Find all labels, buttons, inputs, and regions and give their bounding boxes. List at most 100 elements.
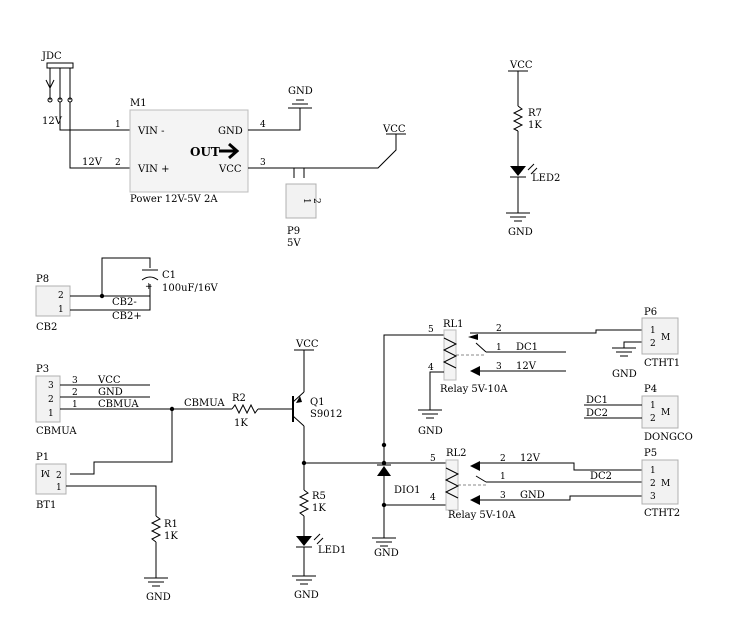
- svg-text:1: 1: [48, 409, 54, 419]
- m1-pin-gnd: GND: [218, 126, 243, 137]
- svg-text:M: M: [41, 467, 50, 477]
- m1-out-label: OUT: [190, 145, 220, 159]
- svg-text:2: 2: [48, 395, 54, 405]
- connector-p6: P6 1 2 M CTHT1: [641, 307, 680, 369]
- wire-cb2-minus: [70, 257, 151, 297]
- svg-text:1: 1: [496, 343, 502, 353]
- rl1-designator: RL1: [443, 319, 464, 330]
- svg-text:5: 5: [430, 454, 436, 464]
- p1-designator: P1: [36, 452, 49, 463]
- svg-text:3: 3: [260, 158, 266, 168]
- led2-designator: LED2: [532, 173, 560, 184]
- rl2-designator: RL2: [446, 448, 467, 459]
- svg-text:5: 5: [428, 325, 434, 335]
- svg-text:2: 2: [650, 479, 656, 489]
- svg-text:3: 3: [48, 381, 54, 391]
- p4-designator: P4: [644, 384, 657, 395]
- net-12v-rl1: 12V: [516, 361, 537, 372]
- connector-p9: 1 2 P9 5V: [285, 183, 321, 249]
- svg-text:3: 3: [500, 491, 506, 501]
- wire-m1-vcc: [248, 167, 305, 178]
- svg-text:2: 2: [311, 198, 321, 204]
- power-module-m1: M1 VIN - VIN + GND VCC OUT 1 2 4 3 Power…: [115, 98, 266, 205]
- r7-value: 1K: [528, 120, 542, 131]
- svg-text:2: 2: [500, 454, 506, 464]
- gnd-symbol-m1: GND: [288, 86, 313, 109]
- r1-designator: R1: [164, 519, 178, 530]
- net-dc2-p5: DC2: [590, 471, 612, 482]
- svg-text:1: 1: [650, 466, 656, 476]
- q1-value: S9012: [310, 409, 342, 420]
- jdc-value: 12V: [42, 116, 63, 127]
- net-cbmua-label: CBMUA: [184, 398, 225, 409]
- net-12v-label-m1: 12V: [82, 157, 103, 168]
- wire-m1-gnd: [248, 108, 301, 131]
- svg-text:4: 4: [430, 493, 436, 503]
- svg-text:1: 1: [650, 401, 656, 411]
- svg-text:1: 1: [115, 120, 121, 130]
- capacitor-c1: + C1 100uF/16V: [141, 269, 219, 294]
- svg-text:1: 1: [650, 326, 656, 336]
- svg-text:2: 2: [56, 471, 62, 481]
- gnd-symbol-r1: GND: [144, 577, 171, 603]
- r5-value: 1K: [312, 503, 326, 514]
- net-12v-rl2: 12V: [520, 453, 541, 464]
- m1-value: Power 12V-5V 2A: [130, 194, 218, 205]
- q1-designator: Q1: [310, 397, 325, 408]
- p8-value: CB2: [36, 322, 57, 333]
- wire-jdc-gnd: [59, 102, 130, 131]
- net-cb2-plus: CB2+: [112, 311, 142, 322]
- rl2-value: Relay 5V-10A: [448, 510, 516, 521]
- c1-designator: C1: [162, 270, 176, 281]
- vcc-label-m1: VCC: [382, 124, 406, 135]
- gnd-symbol-led1: GND: [292, 575, 319, 601]
- svg-text:2: 2: [115, 158, 121, 168]
- svg-text:4: 4: [260, 120, 266, 130]
- svg-text:+: +: [145, 282, 153, 292]
- net-vcc-p3: VCC: [97, 375, 121, 386]
- net-cb2-minus: CB2-: [112, 297, 137, 308]
- connector-p4: P4 1 2 M DONGCO: [641, 384, 693, 443]
- wire-cb2-plus: [70, 296, 151, 311]
- svg-text:1: 1: [58, 305, 64, 315]
- svg-text:1: 1: [72, 400, 78, 410]
- resistor-r1: R1 1K: [150, 515, 178, 543]
- transistor-q1: Q1 S9012: [292, 391, 342, 427]
- gnd-symbol-p6: GND: [612, 347, 637, 380]
- vcc-label-q1: VCC: [295, 339, 319, 350]
- wire-vcc-out: [304, 134, 397, 169]
- resistor-r5: R5 1K: [298, 489, 326, 517]
- c1-value: 100uF/16V: [162, 283, 219, 294]
- jdc-jack: JDC 12V: [41, 51, 74, 127]
- p3-value: CBMUA: [36, 426, 77, 437]
- relay-rl2: RL2 5 4 2 12V 1 3 GND Relay 5V-10A: [430, 448, 566, 521]
- net-gnd-p3: GND: [98, 387, 123, 398]
- p9-value: 5V: [287, 238, 301, 249]
- gnd-label-led1: GND: [294, 590, 319, 601]
- jdc-designator: JDC: [41, 51, 62, 62]
- led2-diode: [510, 166, 526, 176]
- p5-designator: P5: [644, 448, 657, 459]
- m1-designator: M1: [130, 98, 147, 109]
- svg-text:3: 3: [72, 376, 78, 386]
- connector-p1: P1 M 2 1 BT1: [35, 452, 67, 511]
- gnd-label-p6: GND: [612, 369, 637, 380]
- diode-dio1: DIO1: [377, 464, 421, 496]
- vcc-label-r7: VCC: [509, 60, 533, 71]
- r2-designator: R2: [232, 393, 246, 404]
- gnd-label-r1: GND: [146, 592, 171, 603]
- m1-pin-vcc: VCC: [218, 164, 242, 175]
- vcc-r7-led2-branch: VCC R7 1K LED2 GND: [506, 60, 560, 238]
- svg-text:2: 2: [72, 388, 78, 398]
- p6-designator: P6: [644, 307, 657, 318]
- p9-designator: P9: [287, 226, 300, 237]
- svg-text:3: 3: [496, 362, 502, 372]
- rl1-value: Relay 5V-10A: [440, 384, 508, 395]
- svg-text:M: M: [661, 333, 670, 343]
- svg-text:1: 1: [56, 483, 62, 493]
- net-dc2-p4: DC2: [586, 408, 608, 419]
- svg-text:1: 1: [301, 198, 311, 204]
- m1-pin-vin-plus: VIN +: [137, 164, 169, 175]
- r2-value: 1K: [234, 418, 248, 429]
